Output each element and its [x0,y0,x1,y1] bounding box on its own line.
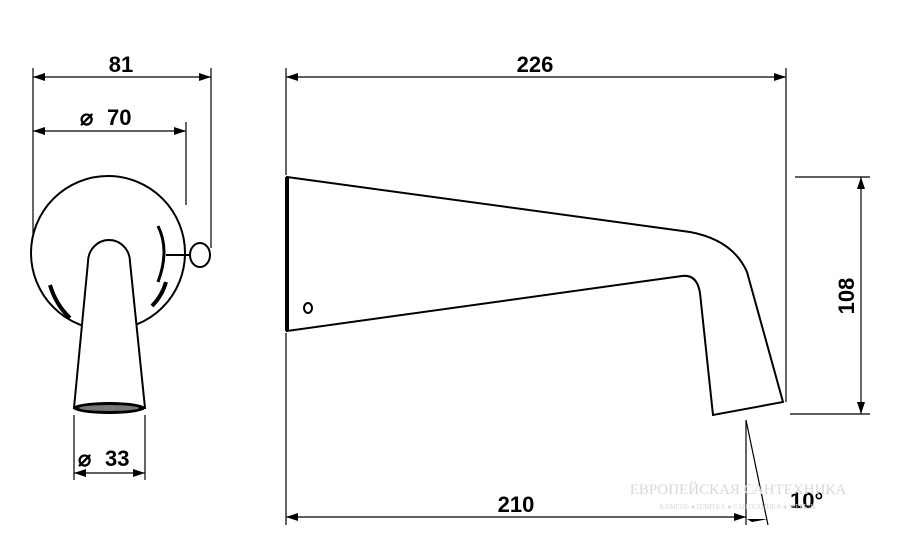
spout-side-profile [286,175,785,417]
diameter-symbol-outlet: ⌀ [78,446,92,471]
side-view: 226 108 210 10° [285,52,870,526]
dimension-label-angle: 10° [790,488,823,513]
angle-line [745,419,769,526]
watermark-title: ЕВРОПЕЙСКАЯ САНТЕХНИКА [630,481,847,498]
spout-front [72,239,147,409]
dimension-label-210: 210 [498,492,535,517]
lever-bracket [156,225,166,283]
dimension-label-70: 70 [107,105,131,130]
spout-outlet-aerator [79,405,139,411]
lever-knob [189,242,211,268]
angle-arrow [747,519,768,522]
dimension-label-226: 226 [517,52,554,77]
plate-edge-shade-left [48,284,72,320]
front-view: 81 ⌀ 70 ⌀ 33 [30,52,212,480]
watermark-subtitle: КАМЕНЬ ● ПЛИТКА ● САНТЕХНИКА ● МЕБЕЛЬ [660,503,817,511]
dimension-label-81: 81 [109,52,133,77]
set-screw [303,302,313,314]
diameter-symbol: ⌀ [80,105,94,130]
watermark: ЕВРОПЕЙСКАЯ САНТЕХНИКА КАМЕНЬ ● ПЛИТКА ●… [630,481,847,511]
dimension-label-33: 33 [105,446,129,471]
dimension-label-108: 108 [834,278,859,315]
plate-edge-shade-right [150,281,168,308]
